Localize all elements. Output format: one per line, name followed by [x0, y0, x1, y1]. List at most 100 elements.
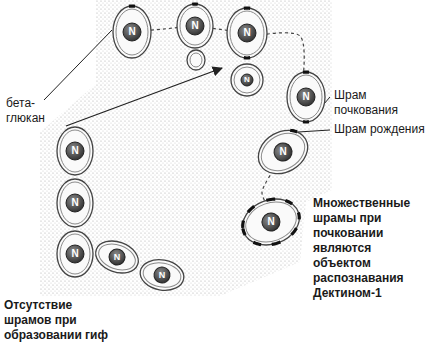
yeast-cell: N: [225, 6, 269, 60]
cell-body: [250, 122, 315, 183]
cell-body: [57, 231, 93, 277]
cell-membrane: [116, 9, 148, 55]
cell-body: [287, 72, 325, 122]
cell-membrane: [290, 75, 322, 119]
nucleus-letter: N: [71, 146, 78, 156]
yeast-cell: N: [55, 125, 95, 177]
cell-wall: [91, 235, 143, 278]
bud-scar: [303, 70, 309, 74]
cell-body: [227, 8, 267, 58]
nucleus: [241, 74, 253, 86]
bud-scar: [129, 4, 135, 8]
nucleus: [186, 17, 204, 35]
bud-scar: [244, 56, 250, 60]
cell-wall: [250, 122, 315, 183]
cell-membrane: [60, 234, 90, 274]
nucleus-letter: N: [191, 21, 198, 31]
cell-wall: [287, 72, 325, 122]
cell-wall: [231, 64, 263, 96]
bud-scar: [297, 212, 301, 219]
yeast-cell: N: [229, 62, 265, 98]
annotation-label: бета- глюкан: [6, 96, 58, 126]
cell-wall: [57, 179, 93, 227]
cell-wall: [138, 256, 187, 293]
nucleus-letter: N: [279, 147, 286, 157]
bud-scar: [290, 228, 298, 235]
nucleus: [66, 245, 84, 263]
nucleus: [66, 142, 84, 160]
cell-membrane: [60, 182, 90, 224]
cell-membrane: [255, 126, 312, 178]
dashed-transition: [151, 28, 177, 30]
cell-body: [231, 64, 263, 96]
nucleus: [107, 247, 128, 268]
label-holder: Шрам рождения: [334, 122, 430, 137]
bud-scar: [285, 199, 292, 206]
cell-membrane: [180, 7, 210, 45]
nucleus: [238, 24, 256, 42]
bud-scar: [266, 197, 275, 202]
nucleus: [66, 194, 84, 212]
bud-scar: [253, 240, 261, 247]
yeast-cell: N: [255, 130, 311, 174]
bud-scar: [290, 128, 297, 135]
bud-scar: [247, 206, 256, 212]
nucleus-letter: N: [267, 217, 274, 227]
cell-body: [57, 179, 93, 227]
nucleus-letter: N: [71, 249, 78, 259]
cell-wall: [227, 8, 267, 58]
yeast-cell: N: [285, 70, 327, 124]
nucleus-letter: N: [71, 198, 78, 208]
cell-membrane: [240, 195, 302, 248]
yeast-cell: N: [138, 258, 186, 292]
bud-scar: [272, 241, 281, 245]
bud-inner: [190, 53, 202, 67]
yeast-cell: N: [93, 240, 141, 274]
nucleus: [153, 266, 172, 285]
dashed-transition: [267, 33, 304, 72]
label-holder: Отсутствие шрамов при образовании гиф: [4, 298, 116, 343]
yeast-cell: N: [175, 2, 215, 50]
cell-wall: [113, 6, 151, 58]
nucleus-letter: N: [243, 28, 250, 38]
cell-body: [57, 127, 93, 175]
nucleus: [271, 140, 296, 165]
cell-body: [113, 6, 151, 58]
nucleus-letter: N: [244, 76, 250, 84]
nucleus: [297, 88, 315, 106]
cell-wall: [177, 4, 213, 48]
annotation-label: Множественные шрамы при почковании являю…: [313, 196, 425, 301]
leader-line: [44, 30, 112, 100]
cell-membrane: [60, 130, 90, 172]
nucleus-letter: N: [302, 92, 309, 102]
stippled-ground: [40, 0, 332, 296]
bud-scar: [192, 2, 198, 5]
bud-scar: [243, 229, 246, 236]
annotation-label: Отсутствие шрамов при образовании гиф: [4, 298, 116, 343]
yeast-cell: N: [55, 229, 95, 279]
dashed-transition: [262, 171, 273, 201]
nucleus-letter: N: [159, 271, 166, 280]
annotation-label: Шрам рождения: [334, 122, 430, 137]
label-holder: Шрам почкования: [334, 88, 430, 118]
nucleus: [123, 23, 141, 41]
cell-membrane: [234, 67, 260, 93]
cell-wall: [236, 191, 306, 252]
nucleus: [259, 210, 282, 233]
annotation-label: Шрам почкования: [334, 88, 430, 118]
nucleus-letter: N: [114, 253, 121, 262]
curved-arrow: [66, 68, 222, 126]
cell-body: [138, 256, 187, 293]
bud: [187, 50, 205, 70]
cell-membrane: [141, 260, 183, 290]
cell-wall: [57, 231, 93, 277]
label-holder: бета- глюкан: [6, 96, 58, 126]
yeast-cell: N: [240, 198, 302, 246]
cell-body: [236, 191, 306, 252]
cell-membrane: [95, 239, 139, 275]
yeast-cell: N: [111, 4, 153, 60]
cell-membrane: [230, 11, 264, 55]
bud-scar: [244, 6, 250, 10]
yeast-cell: N: [55, 177, 95, 229]
